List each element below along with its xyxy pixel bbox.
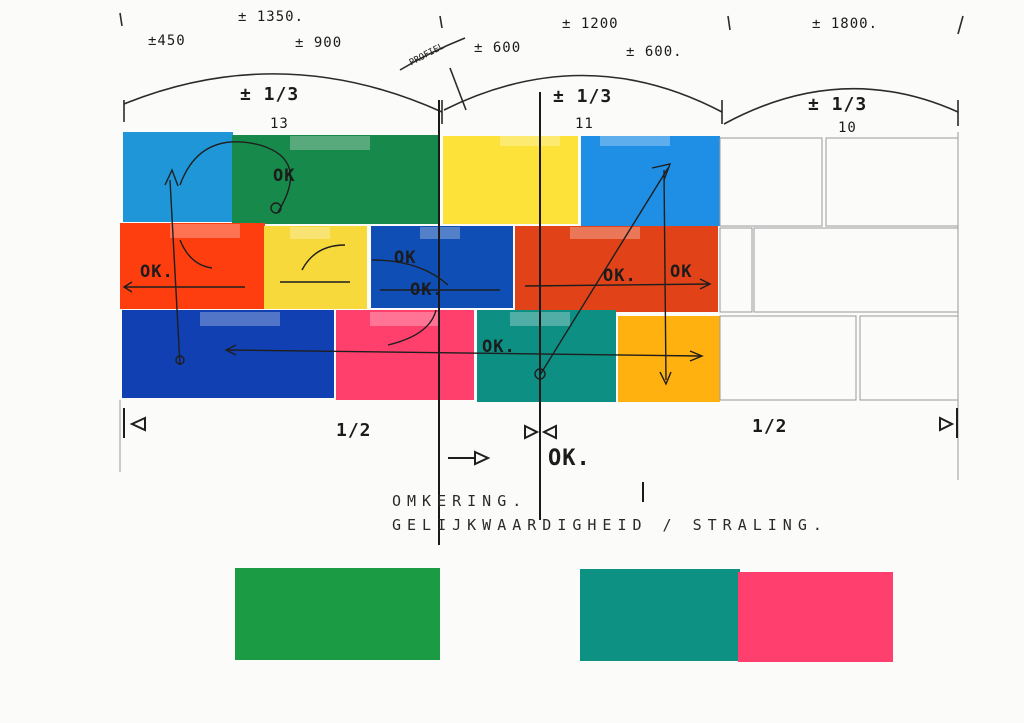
ok-mark: OK <box>670 262 693 282</box>
caption-line-2: GELIJKWAARDIGHEID / STRALING. <box>392 516 828 534</box>
panel-orange <box>618 316 720 402</box>
panel-pink <box>336 310 474 400</box>
section-fraction: ± 1/3 <box>808 94 868 115</box>
dim-label: ± 1200 <box>562 16 619 32</box>
ok-mark: OK <box>273 166 296 186</box>
dim-label: ± 600. <box>626 44 683 60</box>
section-count: 11 <box>575 116 594 132</box>
panel-green <box>232 135 439 224</box>
ok-mark: OK. <box>482 337 516 357</box>
panel-light-blue <box>123 132 233 222</box>
ok-mark: OK. <box>140 262 174 282</box>
caption-line-1: OMKERING. <box>392 492 528 510</box>
panel-sky-blue <box>581 136 720 226</box>
ok-mark: OK <box>394 248 417 268</box>
bottom-fraction: 1/2 <box>752 416 788 437</box>
ok-mark: OK. <box>603 266 637 286</box>
section-fraction: ± 1/3 <box>553 86 613 107</box>
swatch-teal <box>580 569 740 661</box>
dim-label: ± 900 <box>295 35 343 51</box>
dim-label: ± 1800. <box>812 16 879 32</box>
dim-label: ±450 <box>148 33 186 49</box>
section-fraction: ± 1/3 <box>240 84 300 105</box>
panel-orange-red <box>515 226 718 312</box>
dim-label: ± 1350. <box>238 9 305 25</box>
section-count: 10 <box>838 120 857 136</box>
panel-yellow <box>443 136 578 224</box>
panel-red-orange <box>120 223 265 309</box>
panel-teal <box>477 310 616 402</box>
ok-mark: OK. <box>410 280 444 300</box>
bottom-ok: OK. <box>548 446 591 471</box>
section-count: 13 <box>270 116 289 132</box>
panel-pale-yellow <box>264 226 367 309</box>
dim-label: ± 600 <box>474 40 522 56</box>
panel-royal-blue <box>371 226 513 308</box>
swatch-pink <box>738 572 893 662</box>
panel-blue <box>122 310 334 398</box>
swatch-green <box>235 568 440 660</box>
bottom-fraction: 1/2 <box>336 420 372 441</box>
